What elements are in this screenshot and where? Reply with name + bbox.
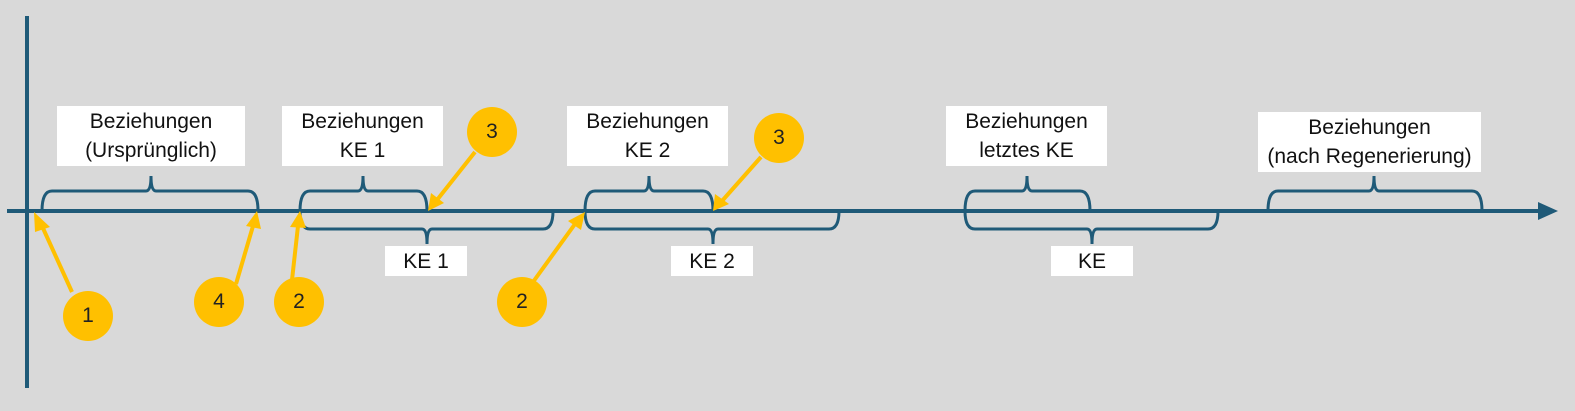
- brace-relations-ke1: [298, 175, 429, 212]
- brace-relations-ke2: [583, 175, 715, 212]
- pointer-arrow-4: [234, 225, 255, 285]
- time-axis-arrowhead: [1538, 202, 1558, 220]
- pointer-arrowhead-3a: [428, 193, 444, 211]
- marker-2b: 2: [497, 277, 547, 327]
- marker-4: 4: [194, 277, 244, 327]
- label-ke2: KE 2: [671, 246, 753, 276]
- marker-2a: 2: [274, 277, 324, 327]
- label-relations-original: Beziehungen (Ursprünglich): [57, 106, 245, 166]
- marker-3a: 3: [467, 107, 517, 157]
- label-ke1: KE 1: [385, 246, 467, 276]
- label-ke: KE: [1051, 246, 1133, 276]
- pointer-arrow-3a: [435, 150, 477, 202]
- pointer-arrowhead-2a: [290, 211, 306, 228]
- marker-3b: 3: [754, 113, 804, 163]
- label-relations-regen: Beziehungen (nach Regenerierung): [1258, 112, 1481, 172]
- marker-1: 1: [63, 291, 113, 341]
- brace-relations-regen: [1266, 175, 1484, 212]
- pointer-arrow-2a: [290, 225, 300, 281]
- label-relations-last: Beziehungen letztes KE: [946, 106, 1107, 166]
- brace-relations-original: [40, 175, 260, 212]
- brace-ke1: [298, 210, 555, 245]
- pointer-arrowhead-2b: [568, 212, 585, 230]
- label-relations-ke2: Beziehungen KE 2: [567, 106, 728, 166]
- pointer-arrow-3b: [720, 155, 763, 203]
- pointer-arrowhead-3b: [713, 194, 729, 211]
- pointer-arrowhead-4: [246, 211, 261, 229]
- label-relations-ke1: Beziehungen KE 1: [282, 106, 443, 166]
- pointer-arrow-2b: [531, 222, 577, 284]
- brace-ke2: [583, 210, 841, 245]
- pointer-arrowhead-1: [34, 212, 50, 232]
- brace-relations-last: [963, 175, 1092, 212]
- pointer-arrow-1: [40, 225, 74, 293]
- brace-ke: [963, 210, 1220, 245]
